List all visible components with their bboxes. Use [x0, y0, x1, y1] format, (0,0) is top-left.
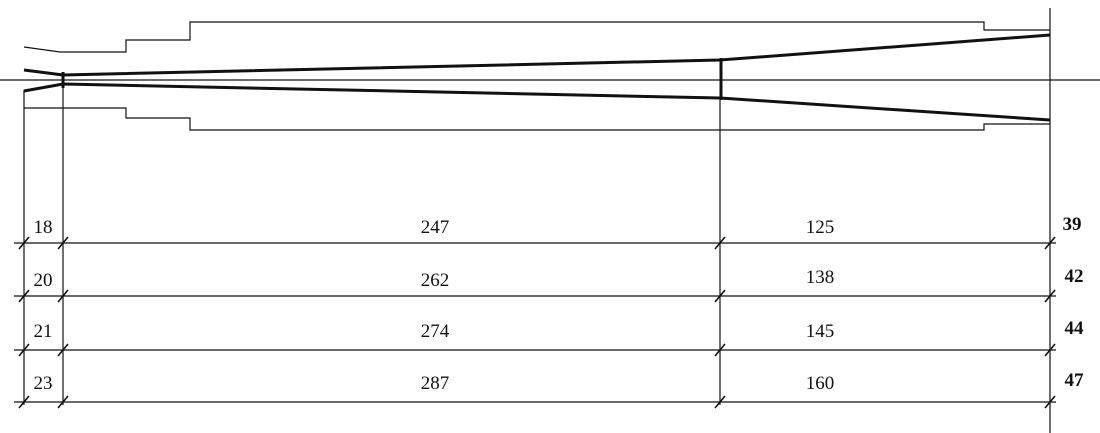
dim-label: 39: [1063, 214, 1082, 235]
dim-label: 274: [421, 321, 450, 342]
dim-label: 42: [1065, 266, 1084, 287]
tick: [57, 343, 69, 357]
dim-label: 23: [34, 373, 53, 394]
dimension-ticks: [18, 236, 1056, 409]
tick: [1044, 343, 1056, 357]
dim-label: 145: [806, 321, 835, 342]
inner-horn-top: [23, 33, 1051, 77]
tick: [714, 343, 726, 357]
dim-label: 18: [34, 217, 53, 238]
dim-label: 160: [806, 373, 835, 394]
dim-label: 20: [34, 270, 53, 291]
tick: [18, 236, 30, 250]
dimension-labels: 18 247 125 39 20 262 138 42 21 274 145 4…: [34, 214, 1085, 394]
tick: [57, 395, 69, 409]
tick: [1044, 395, 1056, 409]
tick: [57, 289, 69, 303]
dim-label: 47: [1065, 370, 1085, 391]
dim-label: 125: [806, 217, 835, 238]
dim-label: 138: [806, 267, 835, 288]
inner-horn-bottom: [23, 82, 1051, 122]
dim-label: 262: [421, 270, 450, 291]
tick: [1044, 289, 1056, 303]
dim-label: 287: [421, 373, 450, 394]
tick: [18, 395, 30, 409]
dimension-lines: [14, 242, 1056, 403]
outer-profile-top: [23, 21, 1050, 53]
tick: [714, 289, 726, 303]
tick: [18, 343, 30, 357]
dim-label: 247: [421, 217, 450, 238]
dim-label: 21: [34, 321, 53, 342]
outer-profile-bottom: [24, 107, 1050, 131]
tick: [18, 289, 30, 303]
tick: [1044, 236, 1056, 250]
tick: [714, 395, 726, 409]
tick: [714, 236, 726, 250]
dim-label: 44: [1065, 318, 1085, 339]
tick: [57, 236, 69, 250]
